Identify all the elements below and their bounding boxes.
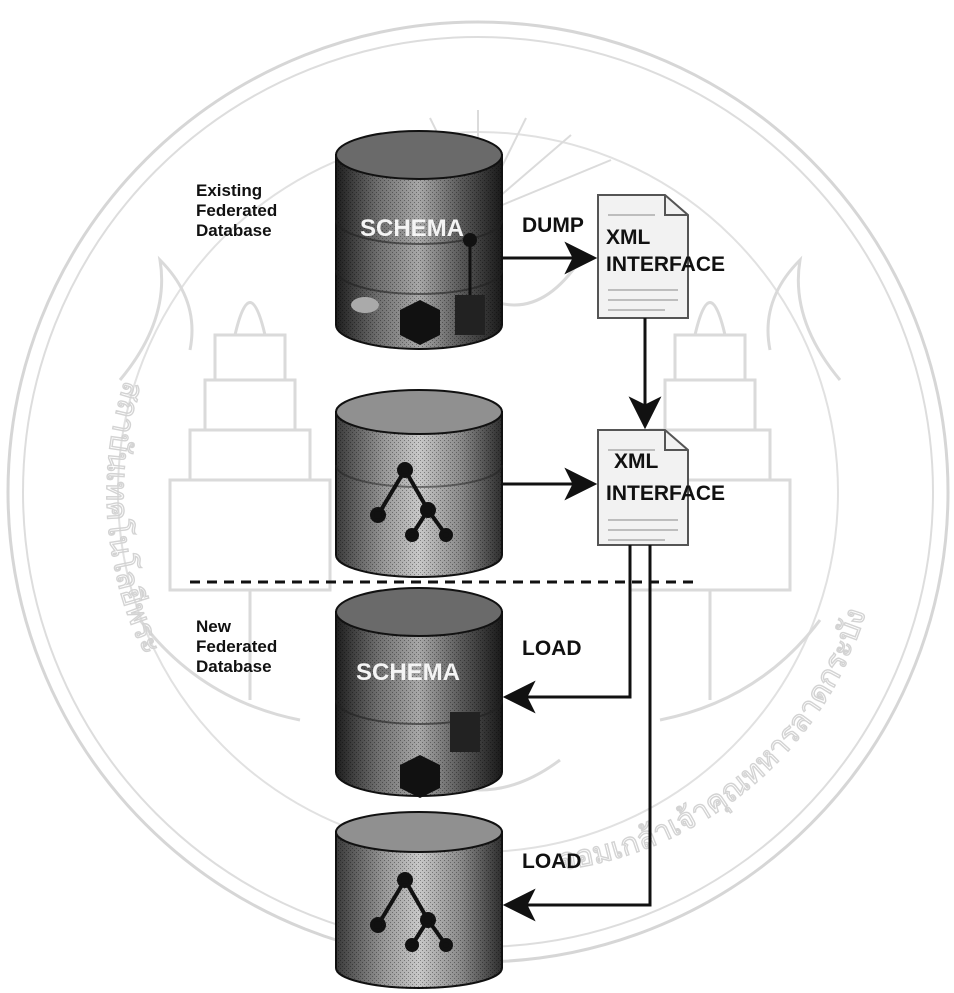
seal-text-left: สถาบันเทคโนโลยีพระ [99,378,170,660]
load-label-1: LOAD [522,637,582,660]
xml-interface-document-icon-2 [597,429,689,546]
new-data-database-icon [335,811,503,989]
load-data-arrow [502,545,652,922]
xml-interface-document-icon-1 [597,194,689,319]
dump-label: DUMP [522,214,584,237]
existing-db-label-line1: Existing [196,181,262,200]
existing-schema-database-icon [335,130,503,350]
xml-2-label-line2: INTERFACE [606,482,725,505]
schema-label-2: SCHEMA [356,659,460,686]
load-label-2: LOAD [522,850,582,873]
load-schema-arrow [502,545,632,714]
existing-data-database-icon [335,389,503,578]
schema-label-1: SCHEMA [360,215,464,242]
xml-1-label-line2: INTERFACE [606,253,725,276]
seal-text-right: จอมเกล้าเจ้าคุณทหารลาดกระบัง [556,604,873,878]
new-db-label-line3: Database [196,657,272,676]
existing-db-label-line3: Database [196,221,272,240]
existing-db-label-line2: Federated [196,201,277,220]
xml-2-label-line1: XML [614,450,659,473]
new-db-label-line1: New [196,617,232,636]
xml-1-label-line1: XML [606,226,651,249]
new-db-label-line2: Federated [196,637,277,656]
new-schema-database-icon [335,587,503,798]
